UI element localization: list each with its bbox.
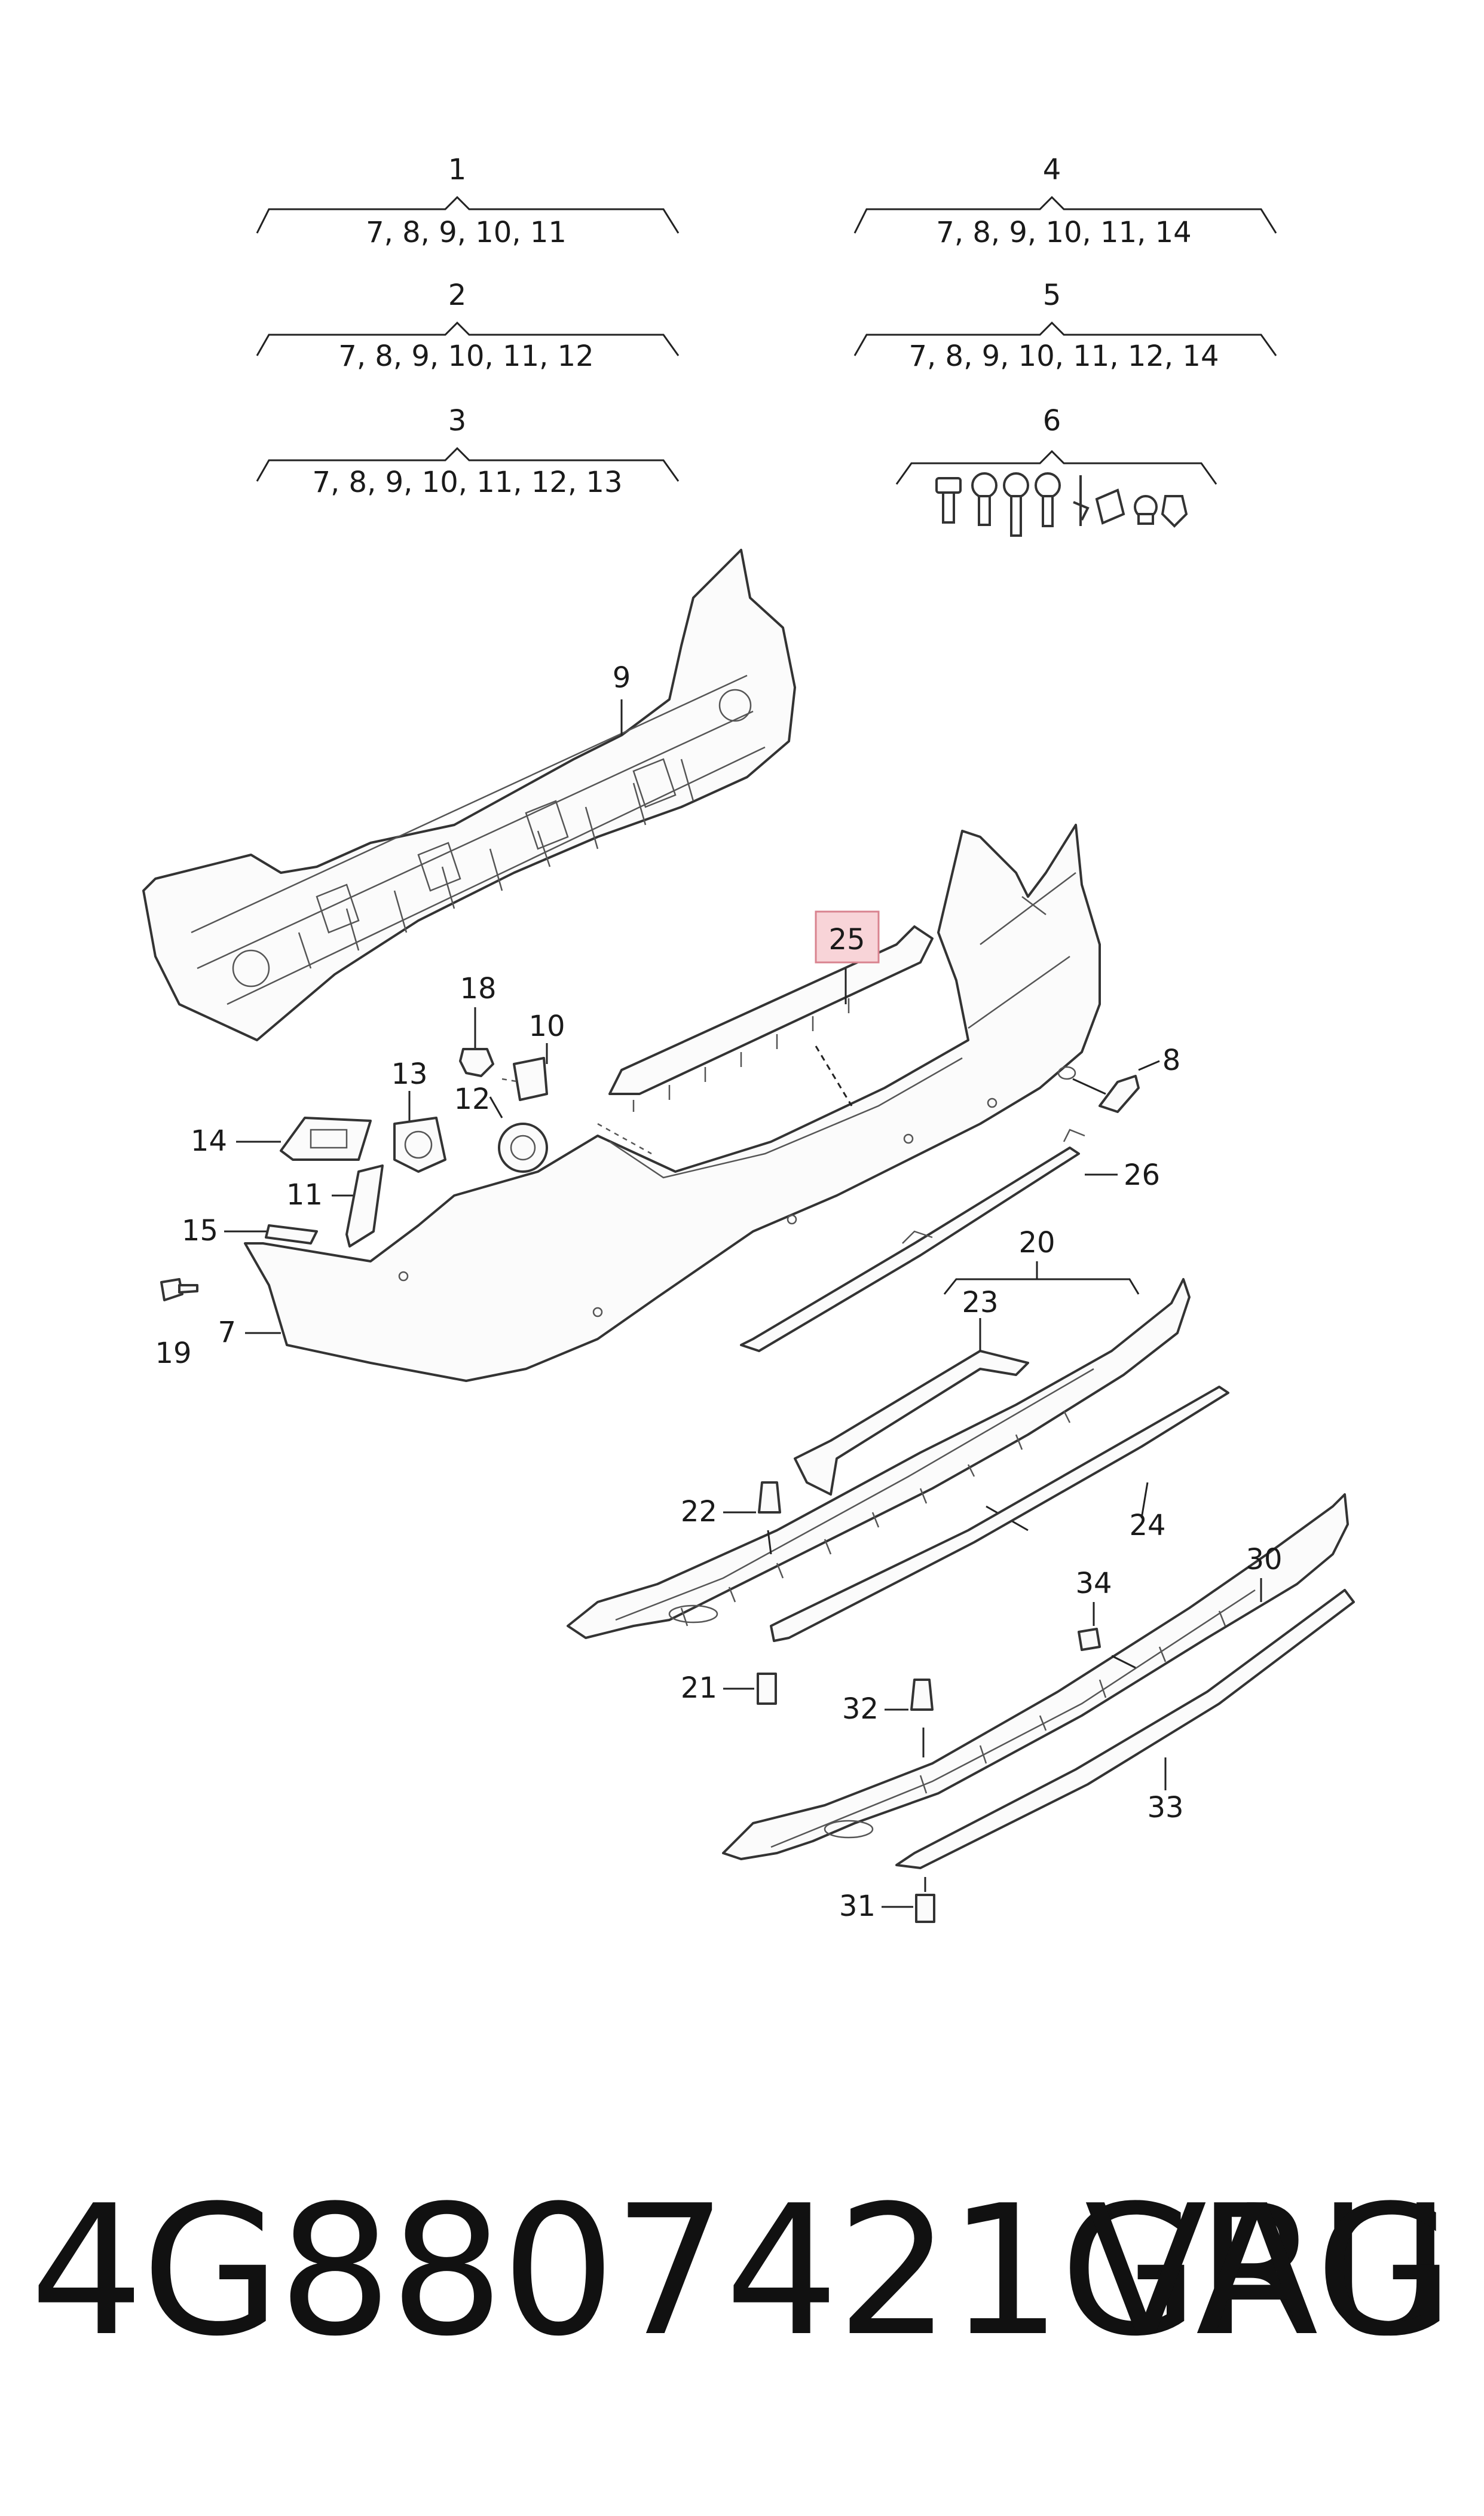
group-4: 4 7, 8, 9, 10, 11, 14 [853,153,1277,249]
part-19-bolt: 19 [155,1278,198,1370]
callout-14: 14 [191,1124,227,1158]
callout-10: 10 [528,1010,565,1043]
brand-label: VAG [1084,2167,1454,2376]
part-7-bumper-cover: 7 [218,824,1101,1382]
callout-25: 25 [828,923,865,956]
group-4-number: 4 [1043,153,1061,187]
callout-15: 15 [182,1214,218,1248]
part-20-bracket-label: 20 [943,1226,1140,1295]
footer: 4G8807421GRU VAG [24,2176,1460,2367]
callout-20: 20 [1018,1226,1055,1259]
part-25-highlighted: 25 [608,910,934,1112]
part-33-lower-trim: 33 [895,1589,1355,1869]
part-21-bolt: 21 [681,1671,777,1705]
part-31-bolt: 31 [839,1877,935,1923]
callout-26: 26 [1124,1158,1160,1192]
callout-31: 31 [839,1890,876,1923]
part-34-bolt: 34 [1075,1567,1136,1669]
part-13-sensor-bracket: 13 [391,1057,446,1173]
group-3: 3 7, 8, 9, 10, 11, 12, 13 [256,404,680,499]
callout-12: 12 [454,1083,490,1116]
group-3-number: 3 [448,404,467,438]
callout-24: 24 [1129,1509,1165,1542]
part-11-reflector-bracket: 11 [286,1164,384,1248]
callout-8: 8 [1162,1044,1181,1077]
group-3-items: 7, 8, 9, 10, 11, 12, 13 [312,466,622,499]
callout-9: 9 [613,661,631,695]
callout-13: 13 [391,1057,427,1091]
callout-18: 18 [460,972,496,1005]
group-1: 1 7, 8, 9, 10, 11 [256,153,680,249]
part-18-nut: 18 [459,972,497,1077]
callout-30: 30 [1246,1543,1282,1576]
group-5-items: 7, 8, 9, 10, 11, 12, 14 [908,340,1219,373]
group-5-number: 5 [1043,279,1061,312]
callout-21: 21 [681,1671,717,1705]
callout-19: 19 [155,1337,191,1370]
group-6: 6 [895,404,1217,537]
callout-22: 22 [681,1495,717,1528]
part-14-cover-plate: 14 [191,1117,372,1161]
part-8-tow-cap: 8 [1072,1044,1181,1113]
group-2-number: 2 [448,279,467,312]
part-10-bracket: 10 [501,1010,652,1155]
callout-11: 11 [286,1178,323,1212]
part-9-bumper-carrier: 9 [142,549,796,1041]
callout-7: 7 [218,1316,236,1349]
group-1-number: 1 [448,153,467,187]
callout-25-box [815,910,880,964]
part-15-reflector: 15 [182,1214,318,1248]
part-26-trim-strip: 26 [740,1129,1160,1352]
callout-34: 34 [1075,1567,1112,1600]
group-2-items: 7, 8, 9, 10, 11, 12 [338,340,593,373]
fastener-set-icon [935,472,1188,537]
group-1-items: 7, 8, 9, 10, 11 [366,216,567,249]
group-5: 5 7, 8, 9, 10, 11, 12, 14 [853,279,1277,373]
part-number: 4G8807421GRU [30,2167,1450,2376]
part-32-clip: 32 [842,1679,934,1757]
part-30-lower-diffuser: 30 [722,1493,1349,1860]
part-22-clip: 22 [681,1481,781,1555]
part-12-sensor-housing: 12 [454,1083,548,1173]
group-2: 2 7, 8, 9, 10, 11, 12 [256,279,680,373]
part-23-diffuser-insert: 23 [794,1286,1029,1496]
callout-23: 23 [962,1286,998,1319]
callout-33: 33 [1147,1791,1183,1824]
part-20-diffuser [567,1278,1191,1639]
group-6-number: 6 [1043,404,1061,438]
callout-32: 32 [842,1692,879,1726]
group-4-items: 7, 8, 9, 10, 11, 14 [936,216,1191,249]
part-24-trim-strip: 24 [770,1386,1229,1642]
